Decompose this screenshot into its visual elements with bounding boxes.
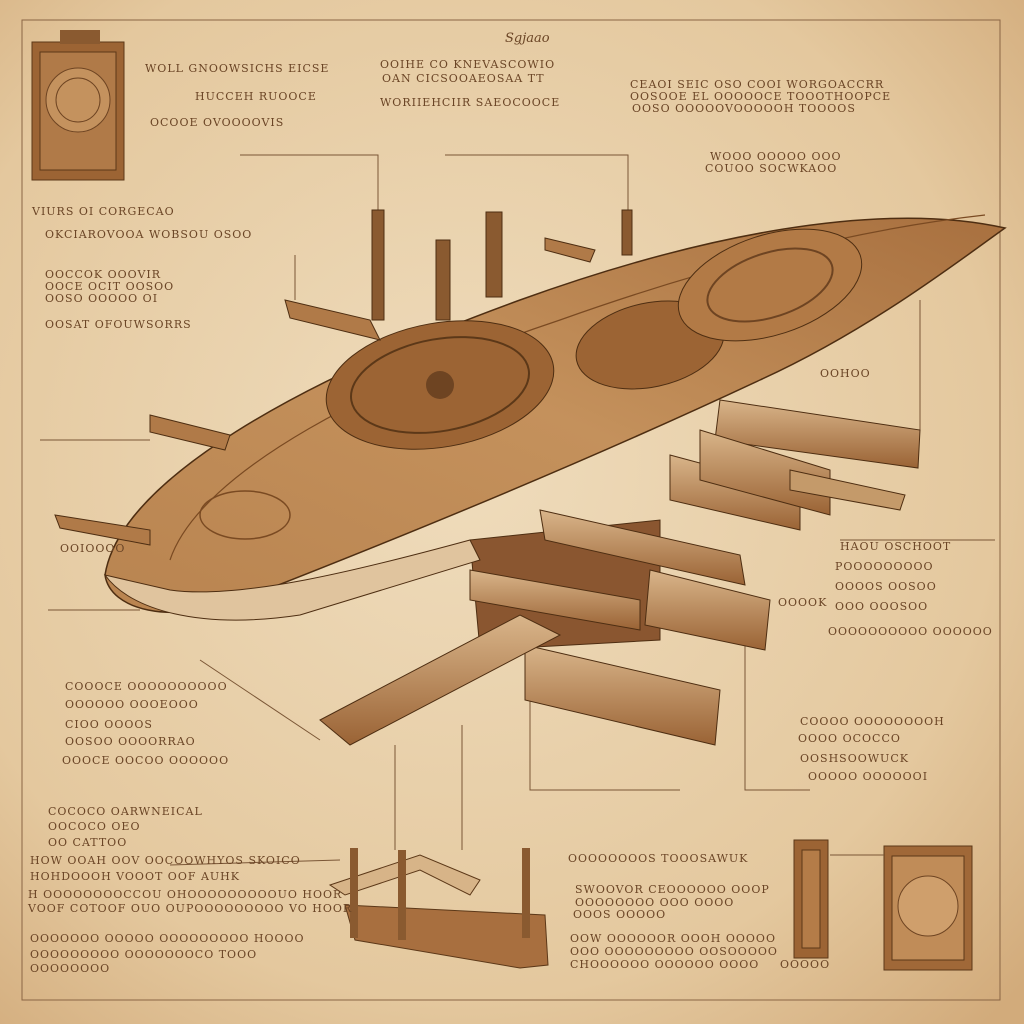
note: POOOOOOOOO — [835, 560, 934, 573]
note: OOOOOOOOOO OOOOOO — [828, 625, 993, 638]
note: OCOOE OVOOOOVIS — [150, 116, 284, 129]
note: OOOS OOOOO — [573, 908, 666, 921]
note: OOO OOOOOOOOO OOSOOOOO — [570, 945, 778, 958]
note: OOSOOE EL OOOOOCE TOOOTHOOPCE — [630, 90, 891, 103]
note: OOOOOOOOO OOOOOOOCO TOOO — [30, 948, 257, 961]
note: OOOOOOOO OOO OOOO — [575, 896, 734, 909]
note: OOSO OOOOO OI — [45, 292, 158, 305]
ship-underside — [319, 399, 921, 746]
annotation-text: Sgjaao WOLL GNOOWSICHS EICSE HUCCEH RUOO… — [27, 31, 993, 975]
note: OOSOO OOOORRAO — [65, 735, 196, 748]
note: OOOCE OOCOO OOOOOO — [62, 754, 229, 767]
note: WOOO OOOOO OOO — [710, 150, 842, 163]
note: OOHOO — [820, 367, 871, 380]
note: OOOOOOOO — [30, 962, 110, 975]
note: OOSAT OFOUWSORRS — [45, 318, 192, 331]
frame-border — [21, 19, 1001, 1001]
note: HOHDOOOH VOOOT OOF AUHK — [30, 870, 240, 883]
note: OOOOO — [780, 958, 830, 971]
leader-lines — [40, 154, 995, 866]
ship-hull — [103, 214, 1007, 621]
note: OOOOOOOOS TOOOSAWUK — [568, 852, 748, 865]
note: OOCE OCIT OOSOO — [45, 280, 174, 293]
note: HAOU OSCHOOT — [840, 540, 951, 553]
note: COOOO OOOOOOOOH — [800, 715, 945, 728]
note: WORIIEHCIIR SAEOCOOCE — [380, 96, 560, 109]
note: OOOO OCOCCO — [798, 732, 901, 745]
note: SWOOVOR CEOOOOOO OOOP — [575, 883, 770, 896]
note: OOW OOOOOOR OOOH OOOOO — [570, 932, 776, 945]
note: OOIHE CO KNEVASCOWIO — [380, 58, 555, 71]
note: COOOCE OOOOOOOOOO — [65, 680, 228, 693]
note: WOLL GNOOWSICHS EICSE — [145, 62, 329, 75]
note: CIOO OOOOS — [65, 718, 153, 731]
note: OOOOO OOOOOOI — [808, 770, 928, 783]
note: OKCIAROVOOA WOBSOU OSOO — [45, 228, 252, 241]
note: OOOOS OOSOO — [835, 580, 937, 593]
stand-detail-bottom — [328, 848, 549, 969]
note: OOCOCO OEO — [48, 820, 140, 833]
title-label: Sgjaao — [505, 31, 550, 46]
ship-masts — [54, 209, 633, 546]
note: H OOOOOOOOCCOU OHOOOOOOOOOUO HOOR — [28, 888, 342, 901]
note: HUCCEH RUOOCE — [195, 90, 317, 103]
note: CEAOI SEIC OSO COOI WORGOACCRR — [630, 78, 884, 91]
note: OO CATTOO — [48, 836, 127, 849]
note: VIURS OI CORGECAO — [31, 205, 175, 218]
note: COUOO SOCWKAOO — [705, 162, 837, 175]
note: CHOOOOOO OOOOOO OOOO — [570, 958, 759, 971]
note: OOSHSOOWUCK — [800, 752, 909, 765]
note: OAN CICSOOAEOSAA TT — [382, 72, 545, 85]
note: OOIOOOO — [60, 542, 125, 555]
note: OOOOOOO OOOOO OOOOOOOOO HOOOO — [30, 932, 305, 945]
note: HOW OOAH OOV OOCOOWHYOS SKOICO — [30, 854, 301, 867]
panel-detail-bottom-right — [793, 839, 973, 971]
note: OOOOK — [778, 596, 827, 609]
note: COCOCO OARWNEICAL — [48, 805, 203, 818]
note: OOCCOK OOOVIR — [45, 268, 161, 281]
note: OOSO OOOOOVOOOOOH TOOOOS — [632, 102, 856, 115]
panel-detail-top-left — [31, 30, 125, 181]
note: OOO OOOSOO — [835, 600, 928, 613]
note: OOOOOO OOOEOOO — [65, 698, 199, 711]
note: VOOF COTOOF OUO OUPOOOOOOOOO VO HOOR — [27, 902, 352, 915]
